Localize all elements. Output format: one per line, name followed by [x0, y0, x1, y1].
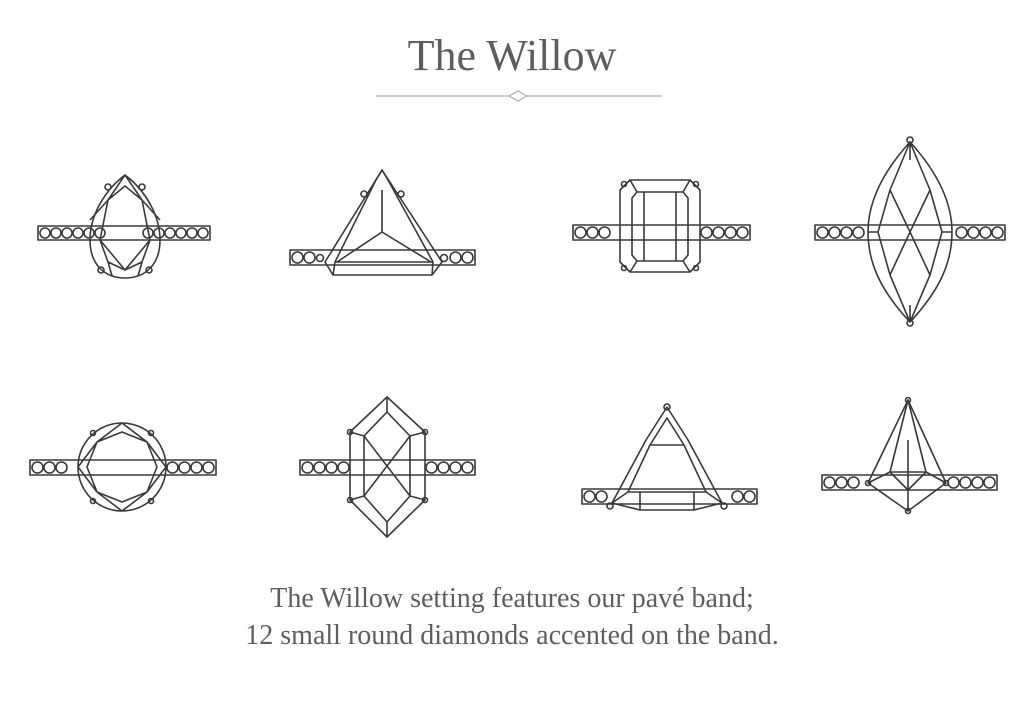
pave-diamond [595, 490, 608, 503]
pave-diamond [828, 226, 841, 239]
pave-diamond [991, 226, 1004, 239]
pave-diamond [301, 461, 314, 474]
pave-diamond [712, 226, 725, 239]
pave-diamond [461, 461, 474, 474]
pave-diamond [449, 461, 462, 474]
pave-diamond [83, 227, 95, 239]
page-title: The Willow [407, 31, 617, 80]
pave-diamond [61, 227, 73, 239]
pave-diamond [72, 227, 84, 239]
pave-diamond [983, 476, 996, 489]
pave-diamond [178, 461, 191, 474]
pave-diamond [449, 251, 462, 264]
pave-diamond [425, 461, 438, 474]
ring-emerald [572, 179, 751, 273]
ring-round [29, 422, 217, 512]
pave-diamond [971, 476, 984, 489]
pave-diamond [31, 461, 44, 474]
ring-curved-trillion [581, 403, 758, 511]
pave-diamond [959, 476, 972, 489]
pave-diamond [731, 490, 744, 503]
pave-diamond [967, 226, 980, 239]
ring-marquise [814, 136, 1006, 327]
pave-diamond [313, 461, 326, 474]
pave-diamond [190, 461, 203, 474]
pave-band [299, 459, 476, 476]
pave-diamond [164, 227, 176, 239]
pave-diamond [55, 461, 68, 474]
pave-diamond [586, 226, 599, 239]
caption-line-1: The Willow setting features our pavé ban… [270, 583, 754, 614]
ring-trillion [289, 169, 476, 276]
pave-diamond [979, 226, 992, 239]
pave-diamond [955, 226, 968, 239]
pave-diamond [816, 226, 829, 239]
pave-diamond [743, 490, 756, 503]
pave-diamond [202, 461, 215, 474]
pave-diamond [461, 251, 474, 264]
ring-kite [821, 396, 998, 515]
pave-diamond [736, 226, 749, 239]
pave-diamond [303, 251, 316, 264]
pave-band [289, 249, 476, 266]
caption-line-2: 12 small round diamonds accented on the … [245, 620, 779, 651]
pave-diamond [840, 226, 853, 239]
pave-diamond [43, 461, 56, 474]
pave-diamond [166, 461, 179, 474]
ring-elongated-hexagon [299, 396, 476, 538]
pave-diamond [835, 476, 848, 489]
pave-diamond [39, 227, 51, 239]
pave-diamond [823, 476, 836, 489]
pave-band [814, 224, 1006, 241]
pave-diamond [291, 251, 304, 264]
pave-diamond [947, 476, 960, 489]
pave-diamond [724, 226, 737, 239]
pave-diamond [598, 226, 611, 239]
pave-diamond [852, 226, 865, 239]
pave-diamond [325, 461, 338, 474]
pave-band [572, 224, 751, 241]
pave-diamond [700, 226, 713, 239]
pave-diamond [175, 227, 187, 239]
pave-band [821, 474, 998, 491]
pave-diamond [847, 476, 860, 489]
pave-diamond [50, 227, 62, 239]
pave-diamond [437, 461, 450, 474]
title-divider [376, 90, 662, 102]
pave-band [29, 459, 217, 476]
caption: The Willow setting features our pavé ban… [0, 580, 1024, 654]
pave-band [37, 225, 211, 241]
pave-diamond [583, 490, 596, 503]
pave-band [581, 488, 758, 505]
pave-diamond [197, 227, 209, 239]
pave-diamond [337, 461, 350, 474]
pave-diamond [186, 227, 198, 239]
pave-diamond [574, 226, 587, 239]
ring-pear [37, 174, 211, 279]
